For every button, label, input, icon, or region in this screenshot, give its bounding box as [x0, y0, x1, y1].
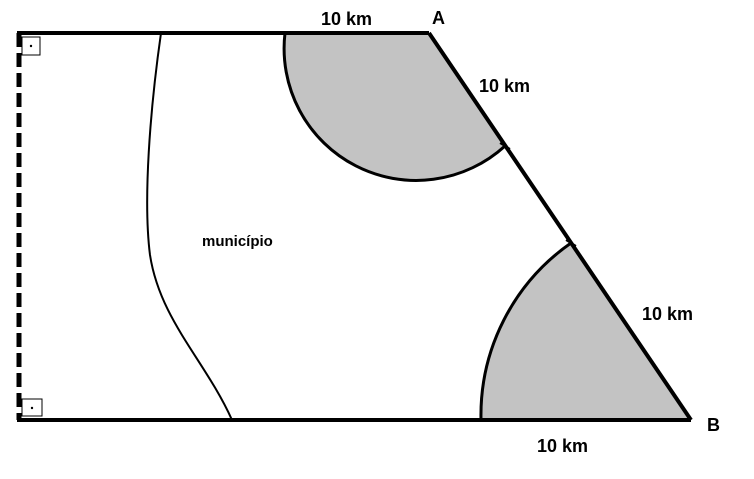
tick-lower	[565, 239, 577, 247]
arc-b	[479, 241, 572, 421]
shaded-sector-b	[480, 243, 691, 420]
slant-edge	[427, 31, 693, 422]
label-vertex-a: A	[432, 8, 445, 28]
label-region-name: município	[202, 233, 273, 250]
arc-a	[282, 32, 507, 182]
municipality-boundary	[146, 32, 233, 421]
right-angle-marker-bottom	[21, 398, 43, 417]
label-top-distance: 10 km	[321, 9, 372, 29]
label-upper-slant-distance: 10 km	[479, 76, 530, 96]
right-angle-marker-top	[21, 36, 41, 56]
label-vertex-b: B	[707, 415, 720, 435]
label-bottom-distance: 10 km	[537, 436, 588, 456]
tick-upper	[499, 142, 511, 150]
shaded-sector-a	[284, 33, 505, 181]
label-lower-slant-distance: 10 km	[642, 304, 693, 324]
